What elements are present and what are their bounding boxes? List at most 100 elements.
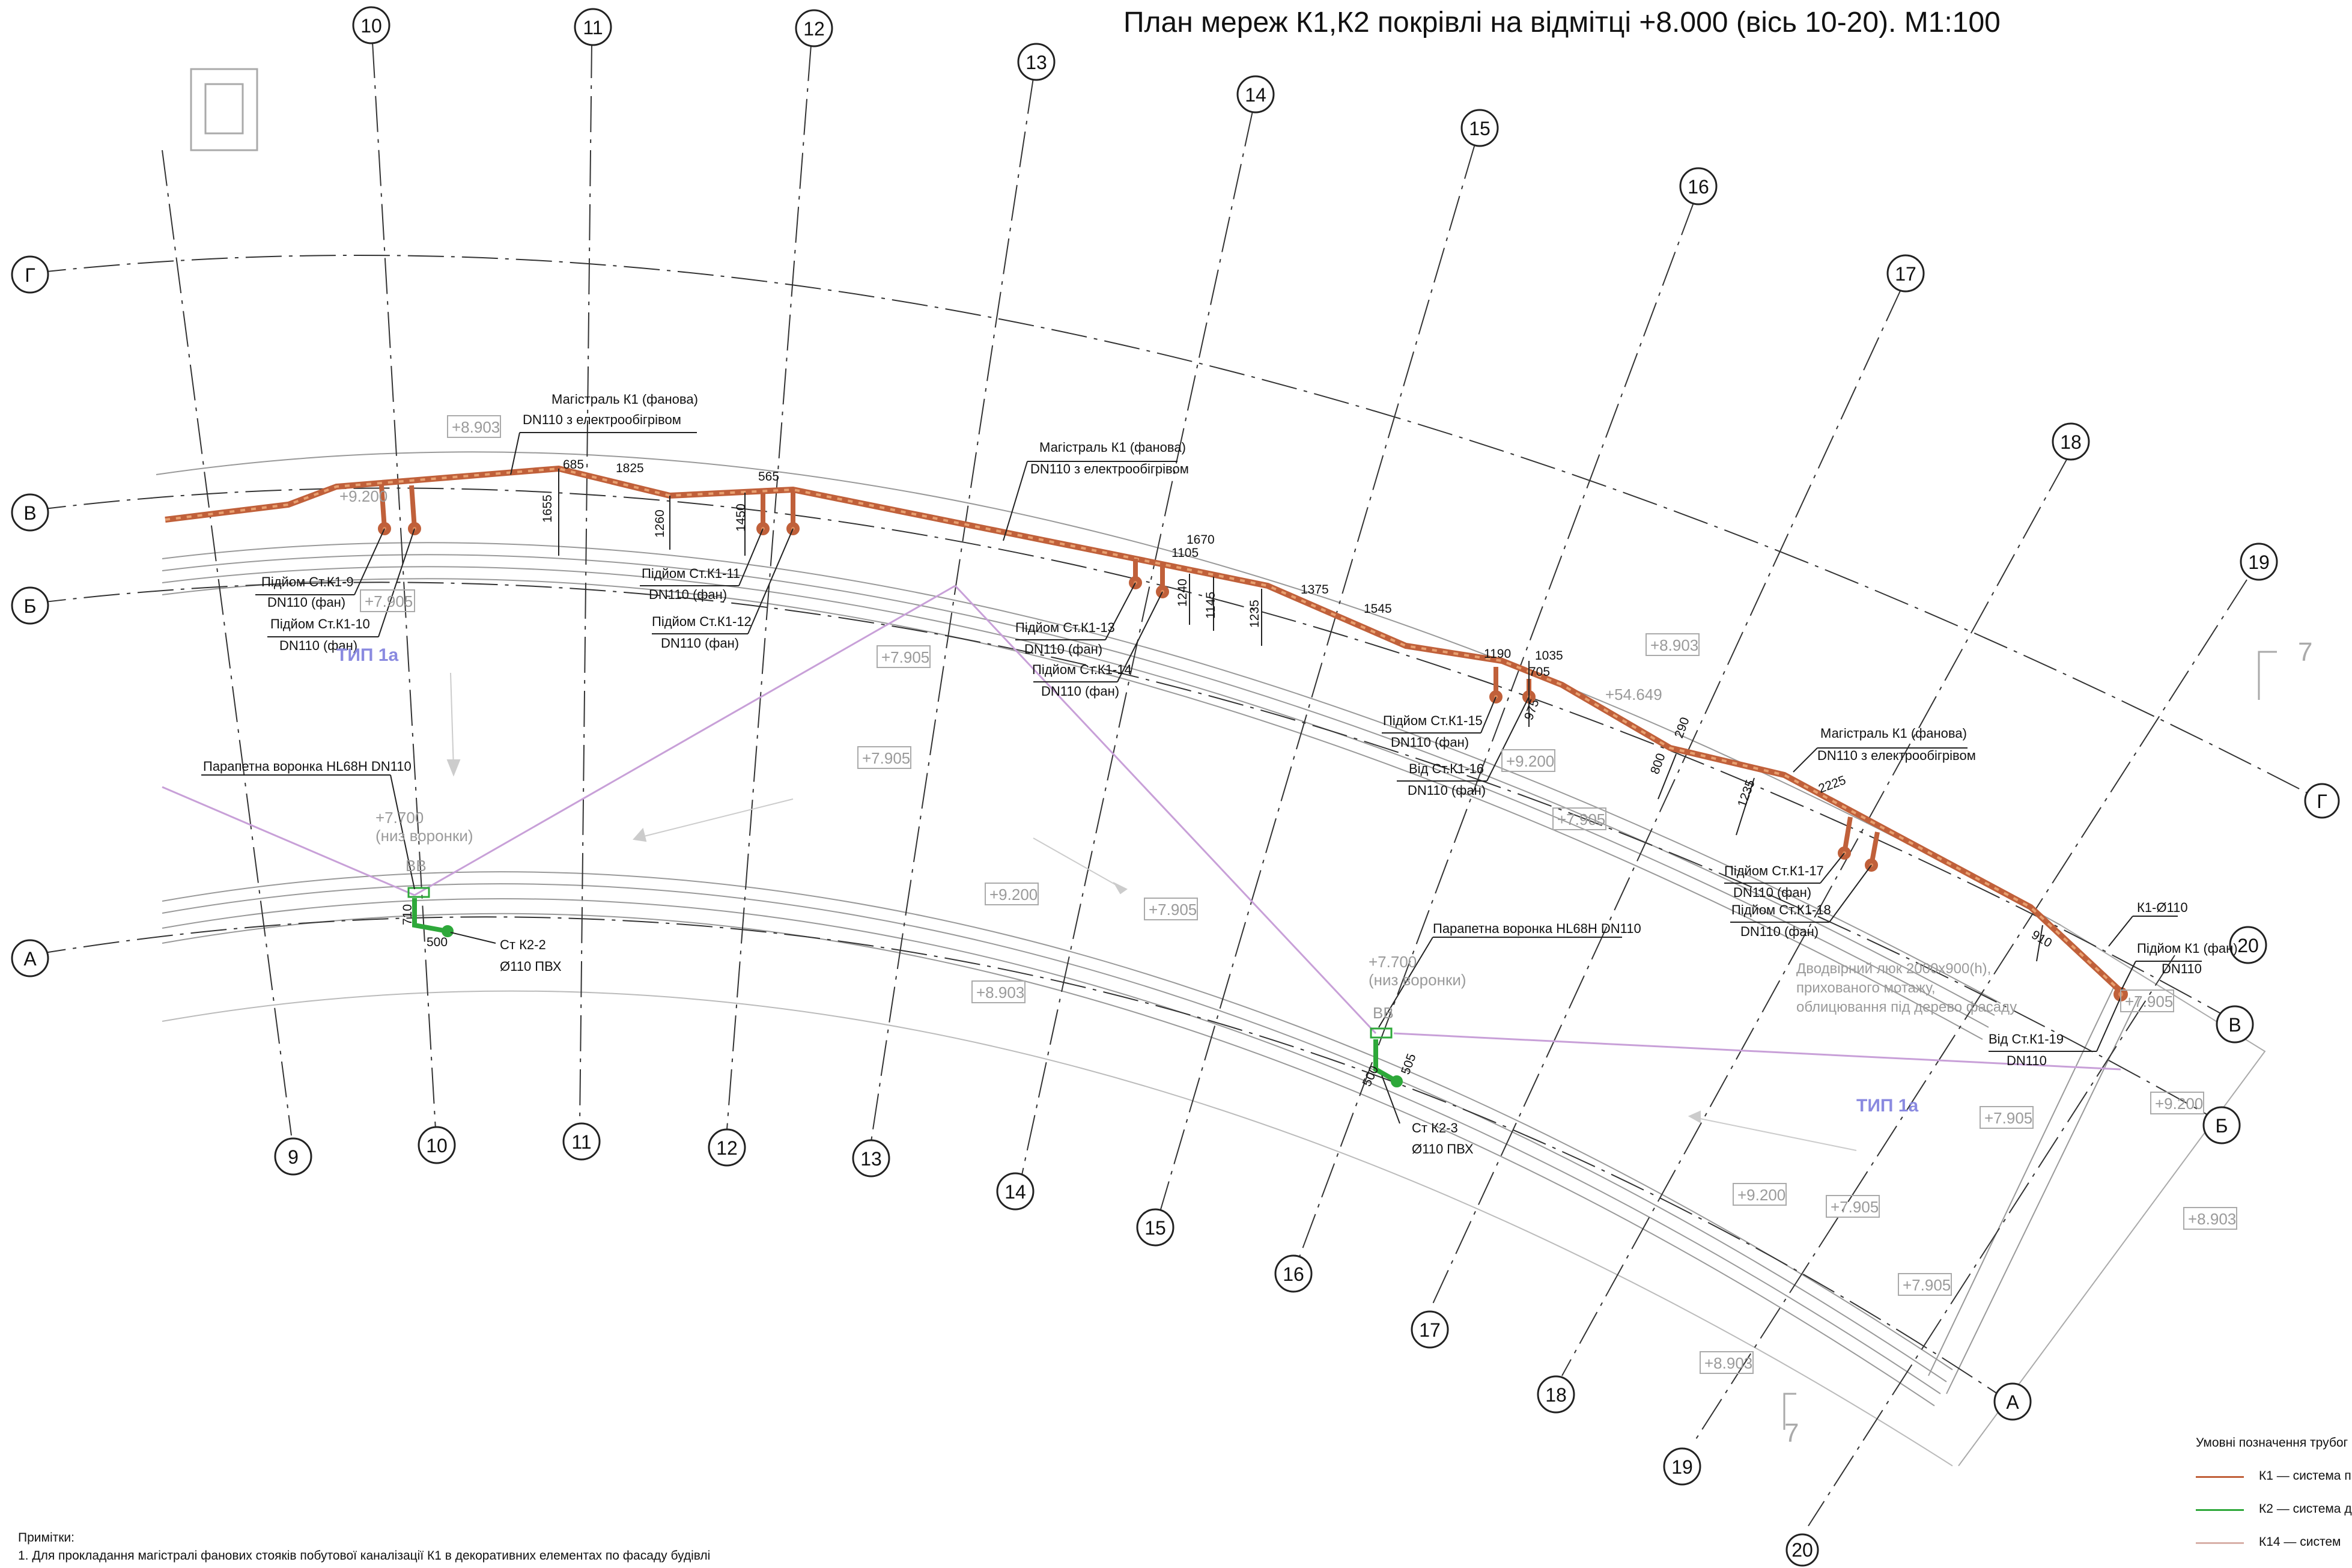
riser-11-l2: DN110 (фан): [649, 587, 727, 602]
inner-edge-4: [162, 913, 1935, 1406]
funnel-labels: Парапетна воронка HL68H DN110 Парапетна …: [203, 759, 1641, 1156]
riser-12-l1: Підйом Ст.К1-12: [652, 614, 752, 629]
notes-heading: Примітки:: [18, 1531, 74, 1545]
axis-label-bottom-13: 13: [860, 1148, 882, 1170]
axis-label-bottom-16: 16: [1283, 1263, 1304, 1285]
riser-9-l2: DN110 (фан): [267, 595, 345, 610]
axis-letter-right-B: Б: [2216, 1115, 2228, 1137]
riser-k1-fan-l2: DN110: [2162, 961, 2202, 976]
main-k1-label-3b: DN110 з електрообігрівом: [1817, 748, 1976, 763]
axis-label-top-10: 10: [360, 15, 382, 37]
elev-7905-e: +7.905: [1557, 810, 1605, 828]
axis-11: [579, 41, 592, 1124]
hatch-note-l2: прихованого мотажу,: [1796, 980, 1935, 996]
dim-2225: 2225: [1817, 773, 1848, 796]
axis-bubbles-letters: Г В Б А Г В Б А 20: [11, 255, 2340, 1421]
funnel-1-elev-note: (низ воронки): [375, 827, 473, 845]
elev-7905-g: +7.905: [1984, 1109, 2032, 1127]
riser-16-l1: Від Ст.К1-16: [1409, 761, 1484, 776]
elev-8903-b: +8.903: [976, 983, 1024, 1001]
k2-2-l2: Ø110 ПВХ: [500, 959, 562, 974]
axis-9: [162, 150, 292, 1136]
dim-290: 290: [1672, 716, 1692, 740]
dim-500a: 500: [427, 935, 448, 949]
pipe-labels: Магістраль К1 (фанова) DN110 з електрооб…: [523, 392, 1976, 763]
axis-letter-right-V: В: [2228, 1014, 2241, 1036]
leader-lines: [201, 432, 2202, 1124]
axis-13: [871, 77, 1034, 1142]
inner-edge-3: [162, 898, 1941, 1394]
elev-7905-b: +7.905: [881, 648, 929, 666]
axis-14: [1021, 111, 1253, 1178]
zone-label-left: ТИП 1а: [336, 645, 398, 665]
elev-8903-a: +8.903: [452, 418, 500, 436]
notes-item-1: 1. Для прокладання магістралі фанових ст…: [18, 1549, 711, 1563]
axis-label-top-16: 16: [1688, 176, 1709, 198]
dim-1655: 1655: [541, 494, 555, 523]
parapet-line-4: [162, 578, 1983, 1040]
riser-k1-fan-l1: Підйом К1 (фан): [2137, 941, 2238, 956]
elev-8903-e: +8.903: [1704, 1354, 1752, 1372]
zone-labels: ТИП 1а ТИП 1а: [336, 645, 1918, 1116]
axis-label-right-20: 20: [2237, 935, 2259, 956]
riser-13-l1: Підйом Ст.К1-13: [1015, 620, 1115, 635]
riser-15-l1: Підйом Ст.К1-15: [1383, 713, 1483, 728]
k2-2-l1: Ст К2-2: [500, 937, 546, 952]
dim-1545: 1545: [1364, 602, 1392, 616]
dim-685: 685: [563, 458, 584, 472]
funnel-1-elev: +7.700: [375, 809, 424, 827]
dim-565: 565: [758, 470, 779, 484]
axis-label-bottom-11: 11: [571, 1131, 591, 1153]
parapet-line-3: [162, 566, 1989, 1028]
axis-G: [29, 254, 2320, 800]
axis-19: [1694, 579, 2247, 1442]
funnel-2-elev: +7.700: [1369, 953, 1417, 971]
legend-text-k1: К1 — система п: [2259, 1469, 2351, 1483]
axis-bubbles-top: 10 11 12 13 14 15 16 17 18 19: [352, 6, 2278, 581]
elev-9200-e: +9.200: [1737, 1186, 1785, 1204]
legend-text-k2: К2 — система д: [2259, 1502, 2352, 1516]
k2-3-l2: Ø110 ПВХ: [1412, 1141, 1474, 1156]
legend-text-k14: К14 — систем: [2259, 1535, 2341, 1549]
axis-label-bottom-20: 20: [1791, 1539, 1813, 1561]
main-k1-label-1a: Магістраль К1 (фанова): [552, 392, 698, 407]
axis-18: [1561, 459, 2067, 1376]
main-k1-label-2a: Магістраль К1 (фанова): [1039, 440, 1186, 455]
elev-8903-d: +8.903: [2188, 1210, 2236, 1228]
inner-edge-1: [162, 871, 1953, 1370]
axis-letter-left-A: А: [23, 948, 37, 970]
riser-12-l2: DN110 (фан): [661, 636, 739, 651]
dim-705: 705: [1529, 665, 1550, 679]
funnel-1-label: Парапетна воронка HL68H DN110: [203, 759, 412, 774]
axis-label-top-17: 17: [1895, 263, 1916, 285]
funnel-elevations: +7.700 (низ воронки) ВВ +7.700 (низ воро…: [375, 809, 1466, 1022]
section-markers: 7 7: [1783, 637, 2312, 1448]
dim-1235b: 1235: [1735, 778, 1758, 809]
k14-lines: [162, 585, 2121, 1071]
hatch-note: Дводвірний люк 2000х900(h), прихованого …: [1796, 961, 2017, 1015]
riser-19-l1: Від Ст.К1-19: [1989, 1032, 2064, 1047]
elev-8903-c: +8.903: [1650, 636, 1698, 654]
dim-910: 910: [2029, 928, 2055, 950]
axis-label-bottom-12: 12: [716, 1137, 738, 1159]
axis-label-top-12: 12: [803, 18, 825, 40]
elev-7905-a: +7.905: [365, 592, 413, 610]
axis-letter-right-A: А: [2006, 1391, 2019, 1413]
funnel-2-label: Парапетна воронка HL68H DN110: [1433, 921, 1641, 936]
dim-1825: 1825: [616, 461, 644, 475]
slope-arrows: [446, 672, 1857, 1151]
elev-7905-d: +7.905: [1149, 901, 1197, 919]
legend-swatch-k1: [2196, 1476, 2244, 1478]
elev-7905-i: +7.905: [1903, 1276, 1951, 1294]
legend-swatch-k14: [2196, 1542, 2244, 1544]
dimension-lines: [558, 469, 2043, 962]
riser-13-l2: DN110 (фан): [1024, 642, 1102, 657]
axis-label-bottom-17: 17: [1419, 1319, 1441, 1341]
elev-7905-c: +7.905: [862, 749, 910, 767]
legend-swatch-k2: [2196, 1509, 2244, 1511]
riser-10-l1: Підйом Ст.К1-10: [270, 616, 370, 631]
dim-1235a: 1235: [1248, 600, 1262, 628]
riser-10-l2: DN110 (фан): [279, 638, 357, 653]
axis-label-bottom-19: 19: [1671, 1456, 1693, 1478]
